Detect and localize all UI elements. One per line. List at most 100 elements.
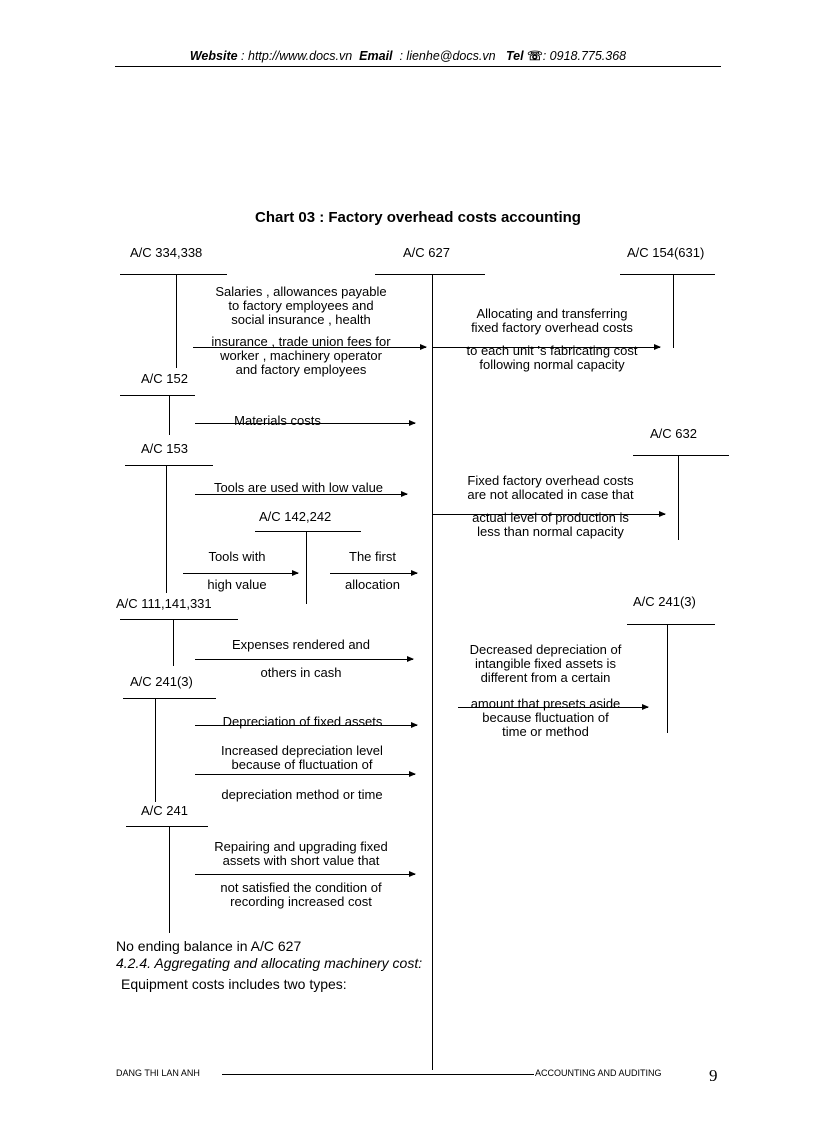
first-allocation-line-1: The first — [349, 549, 396, 564]
arrow-allocating — [433, 344, 661, 350]
account-111-label: A/C 111,141,331 — [116, 596, 212, 611]
entry-increased-depreciation: Increased depreciation level because of … — [196, 744, 408, 802]
increased-line-2: because of fluctuation of — [231, 757, 373, 772]
arrow-fixed-not-allocated — [433, 511, 666, 517]
website-label: Website — [189, 49, 238, 63]
fixed-na-line-1: Fixed factory overhead costs — [467, 473, 634, 488]
account-241-3-right-label: A/C 241(3) — [633, 594, 696, 609]
arrow-tools-high — [183, 570, 299, 576]
account-152-label: A/C 152 — [141, 371, 188, 386]
arrow-decreased-depreciation — [458, 704, 649, 710]
fixed-na-line-4: less than normal capacity — [477, 524, 624, 539]
expenses-line-1: Expenses rendered and — [231, 637, 371, 652]
account-627-label: A/C 627 — [403, 245, 450, 260]
salaries-line-3: social insurance , health — [231, 312, 371, 327]
email-value: : lienhe@docs.vn — [399, 49, 496, 63]
account-334-label: A/C 334,338 — [130, 245, 203, 260]
t-stem-154 — [673, 274, 674, 348]
phone-icon: ☏ — [527, 49, 543, 63]
decreased-line-2: intangible fixed assets is — [475, 656, 616, 671]
arrow-repairing — [195, 871, 416, 877]
decreased-line-4: amount that presets aside — [470, 696, 621, 711]
t-stem-152 — [169, 395, 170, 435]
fixed-na-line-2: are not allocated in case that — [467, 487, 634, 502]
t-bar-627 — [375, 274, 485, 275]
equipment-costs-text: Equipment costs includes two types: — [121, 976, 347, 992]
allocating-line-4: following normal capacity — [479, 357, 625, 372]
increased-line-1: Increased depreciation level — [221, 743, 383, 758]
t-bar-154 — [620, 274, 715, 275]
arrow-salaries — [193, 344, 427, 350]
entry-depreciation: Depreciation of fixed assets — [222, 714, 383, 729]
t-bar-152 — [120, 395, 195, 396]
entry-expenses: Expenses rendered and others in cash — [196, 638, 406, 680]
footer-author: DANG THI LAN ANH — [116, 1068, 200, 1078]
repair-line-4: recording increased cost — [230, 894, 372, 909]
arrow-materials — [195, 420, 416, 426]
tools-high-line-1: Tools with — [208, 549, 266, 564]
expenses-line-2: others in cash — [260, 665, 342, 680]
t-stem-241-3-right — [667, 624, 668, 733]
allocating-line-2: fixed factory overhead costs — [471, 320, 633, 335]
entry-decreased-depreciation: Decreased depreciation of intangible fix… — [438, 643, 653, 739]
decreased-line-1: Decreased depreciation of — [469, 642, 622, 657]
account-632-label: A/C 632 — [650, 426, 697, 441]
salaries-line-1: Salaries , allowances payable — [215, 284, 387, 299]
entry-tools-low: Tools are used with low value — [213, 480, 384, 495]
arrow-depreciation — [195, 722, 418, 728]
t-bar-241-3-right — [627, 624, 715, 625]
salaries-line-5: worker , machinery operator — [220, 348, 382, 363]
section-heading: 4.2.4. Aggregating and allocating machin… — [116, 955, 423, 971]
salaries-line-6: and factory employees — [235, 362, 367, 377]
account-142-label: A/C 142,242 — [259, 509, 332, 524]
entry-allocating: Allocating and transferring fixed factor… — [437, 307, 667, 372]
t-stem-142 — [306, 531, 307, 604]
salaries-line-2: to factory employees and — [228, 298, 374, 313]
tools-high-line-2: high value — [207, 577, 267, 592]
repair-line-2: assets with short value that — [222, 853, 380, 868]
increased-line-3: depreciation method or time — [221, 787, 383, 802]
footer-rule — [222, 1074, 534, 1075]
t-stem-241 — [169, 826, 170, 933]
entry-fixed-not-allocated: Fixed factory overhead costs are not all… — [438, 474, 663, 539]
account-154-label: A/C 154(631) — [627, 245, 705, 260]
decreased-line-6: time or method — [502, 724, 589, 739]
t-bar-111 — [120, 619, 238, 620]
arrow-tools-low — [195, 491, 408, 497]
account-153-label: A/C 153 — [141, 441, 188, 456]
entry-tools-high: Tools with high value — [184, 550, 290, 592]
t-stem-111 — [173, 619, 174, 666]
decreased-line-3: different from a certain — [480, 670, 611, 685]
entry-first-allocation: The first allocation — [330, 550, 415, 592]
account-241-label: A/C 241 — [141, 803, 188, 818]
t-stem-632 — [678, 455, 679, 540]
arrow-first-allocation — [330, 570, 418, 576]
repair-line-3: not satisfied the condition of — [220, 880, 382, 895]
page-header: Website : http://www.docs.vn Email : lie… — [0, 48, 816, 63]
t-stem-334 — [176, 274, 177, 368]
website-value: : http://www.docs.vn — [241, 49, 353, 63]
t-bar-632 — [633, 455, 729, 456]
entry-materials: Materials costs — [234, 413, 321, 428]
first-allocation-line-2: allocation — [345, 577, 400, 592]
t-stem-627 — [432, 274, 433, 1070]
arrow-increased-depreciation — [195, 771, 416, 777]
header-rule — [115, 66, 721, 67]
t-bar-334 — [120, 274, 227, 275]
chart-title: Chart 03 : Factory overhead costs accoun… — [255, 209, 581, 226]
entry-salaries: Salaries , allowances payable to factory… — [191, 285, 411, 377]
decreased-line-5: because fluctuation of — [482, 710, 609, 725]
no-ending-balance: No ending balance in A/C 627 — [116, 938, 302, 954]
page-number: 9 — [709, 1066, 718, 1085]
tel-value: : 0918.775.368 — [542, 49, 627, 63]
t-bar-241-3-left — [123, 698, 216, 699]
t-stem-153 — [166, 465, 167, 593]
repair-line-1: Repairing and upgrading fixed — [214, 839, 388, 854]
allocating-line-1: Allocating and transferring — [476, 306, 628, 321]
t-bar-153 — [125, 465, 213, 466]
t-bar-241 — [126, 826, 208, 827]
tel-label: Tel — [505, 49, 524, 63]
account-241-3-left-label: A/C 241(3) — [130, 674, 193, 689]
entry-repairing: Repairing and upgrading fixed assets wit… — [196, 840, 406, 909]
footer-department: ACCOUNTING AND AUDITING — [535, 1068, 662, 1078]
